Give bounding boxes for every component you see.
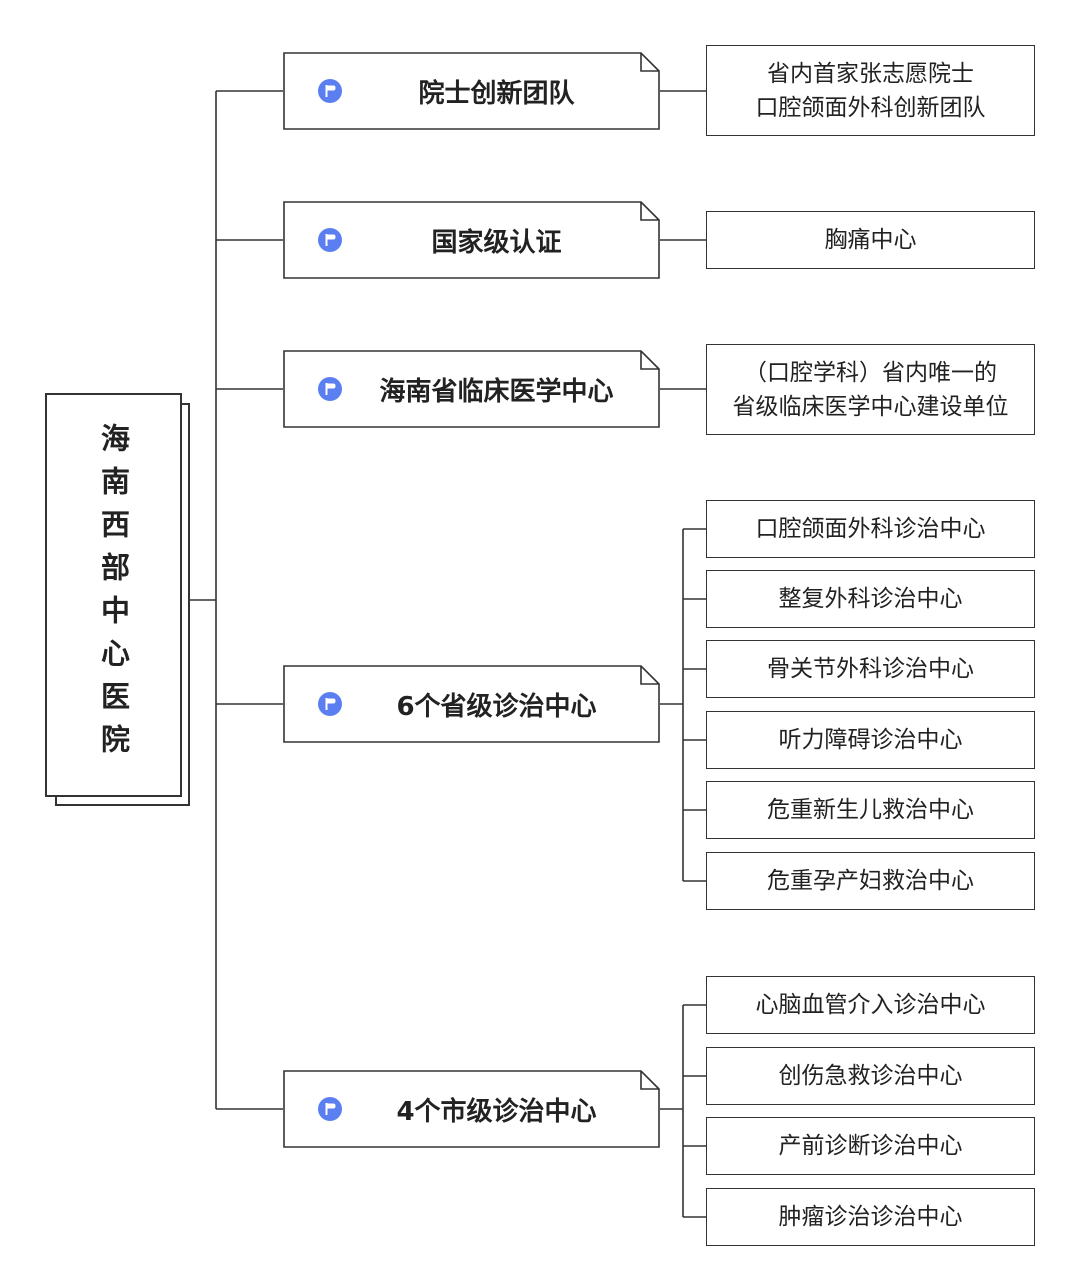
category-node: 国家级认证 [283, 201, 660, 279]
note-shape [283, 665, 660, 743]
flag-icon [318, 79, 342, 103]
leaf-node: 省内首家张志愿院士口腔颌面外科创新团队 [706, 45, 1035, 136]
leaf-text: 口腔颌面外科创新团队 [755, 94, 986, 121]
note-shape [283, 1070, 660, 1148]
category-node: 4个市级诊治中心 [283, 1070, 660, 1148]
note-shape [283, 52, 660, 130]
leaf-text: （口腔学科）省内唯一的 [744, 359, 997, 386]
category-node: 院士创新团队 [283, 52, 660, 130]
root-node: 海南西部中心医院 [45, 393, 182, 797]
leaf-node: 胸痛中心 [706, 211, 1035, 269]
leaf-text: 创伤急救诊治中心 [778, 1063, 963, 1089]
leaf-node: 整复外科诊治中心 [706, 570, 1035, 628]
leaf-text: 肿瘤诊治诊治中心 [778, 1204, 963, 1230]
note-shape [283, 350, 660, 428]
leaf-text: 胸痛中心 [824, 227, 917, 253]
flag-icon [318, 692, 342, 716]
leaf-node: 危重孕产妇救治中心 [706, 852, 1035, 910]
flag-icon [318, 377, 342, 401]
flag-icon [318, 228, 342, 252]
category-label: 6个省级诊治中心 [396, 691, 597, 722]
category-label: 院士创新团队 [418, 78, 575, 109]
leaf-text: 骨关节外科诊治中心 [767, 656, 974, 682]
leaf-text: 口腔颌面外科诊治中心 [755, 516, 986, 542]
category-node: 海南省临床医学中心 [283, 350, 660, 428]
leaf-text: 心脑血管介入诊治中心 [755, 992, 986, 1018]
leaf-text: 听力障碍诊治中心 [778, 727, 963, 753]
leaf-node: （口腔学科）省内唯一的省级临床医学中心建设单位 [706, 344, 1035, 435]
category-label: 4个市级诊治中心 [396, 1096, 597, 1127]
leaf-node: 危重新生儿救治中心 [706, 781, 1035, 839]
root-title: 海南西部中心医院 [96, 423, 131, 767]
leaf-text: 省级临床医学中心建设单位 [732, 393, 1009, 420]
leaf-node: 创伤急救诊治中心 [706, 1047, 1035, 1105]
leaf-node: 心脑血管介入诊治中心 [706, 976, 1035, 1034]
category-label: 海南省临床医学中心 [379, 376, 614, 407]
leaf-node: 口腔颌面外科诊治中心 [706, 500, 1035, 558]
leaf-node: 肿瘤诊治诊治中心 [706, 1188, 1035, 1246]
note-shape [283, 201, 660, 279]
leaf-node: 骨关节外科诊治中心 [706, 640, 1035, 698]
leaf-text: 产前诊断诊治中心 [778, 1133, 963, 1159]
category-node: 6个省级诊治中心 [283, 665, 660, 743]
category-label: 国家级认证 [431, 227, 562, 258]
leaf-text: 危重孕产妇救治中心 [767, 868, 974, 894]
leaf-node: 听力障碍诊治中心 [706, 711, 1035, 769]
leaf-text: 危重新生儿救治中心 [767, 797, 974, 823]
flag-icon [318, 1097, 342, 1121]
leaf-text: 整复外科诊治中心 [778, 586, 963, 612]
leaf-text: 省内首家张志愿院士 [767, 60, 974, 87]
leaf-node: 产前诊断诊治中心 [706, 1117, 1035, 1175]
